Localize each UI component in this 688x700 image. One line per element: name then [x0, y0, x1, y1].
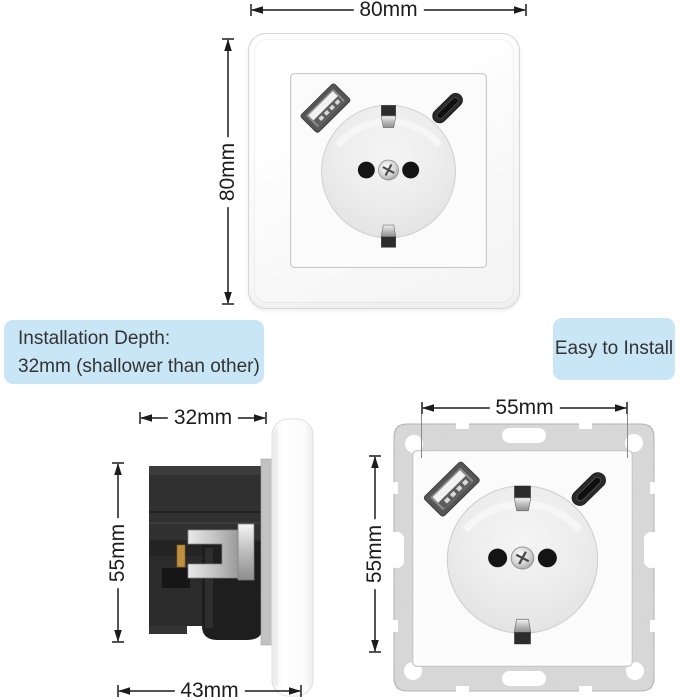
callout-text: 32mm (shallower than other)	[18, 356, 260, 377]
dimension-label: 55mm	[106, 517, 129, 588]
dimension-side-total-depth: 43mm	[117, 680, 302, 700]
callout-easy-to-install: Easy to Install	[553, 318, 675, 380]
side-metal-frame-edge	[260, 458, 274, 646]
frame-cutouts	[390, 420, 658, 695]
side-faceplate	[271, 418, 314, 697]
dimension-insert-height: 55mm	[363, 455, 386, 653]
faceplate-bevel	[254, 39, 514, 303]
dimension-label: 55mm	[363, 518, 386, 590]
extension-line	[421, 414, 422, 458]
socket-face-insert	[412, 450, 633, 667]
side-mounting-claw	[176, 523, 255, 581]
brass-contact	[176, 544, 186, 568]
side-view	[149, 418, 314, 697]
dimension-label: 32mm	[167, 407, 239, 429]
dimension-label: 43mm	[174, 680, 245, 700]
dimension-label: 80mm	[216, 136, 239, 207]
socket-face-front-view	[290, 73, 487, 268]
dimension-front-width: 80mm	[250, 0, 527, 21]
dimension-label: 80mm	[353, 0, 424, 21]
callout-text: Installation Depth:	[18, 328, 171, 349]
dimension-side-height: 55mm	[106, 462, 129, 643]
dimension-label: 55mm	[489, 397, 560, 419]
dimension-front-height: 80mm	[216, 38, 239, 305]
extension-line	[627, 414, 628, 458]
dimension-insert-width: 55mm	[421, 397, 628, 419]
dimension-side-depth: 32mm	[139, 407, 267, 429]
callout-text: Easy to Install	[554, 338, 674, 359]
callout-installation-depth: Installation Depth: 32mm (shallower than…	[4, 320, 264, 384]
